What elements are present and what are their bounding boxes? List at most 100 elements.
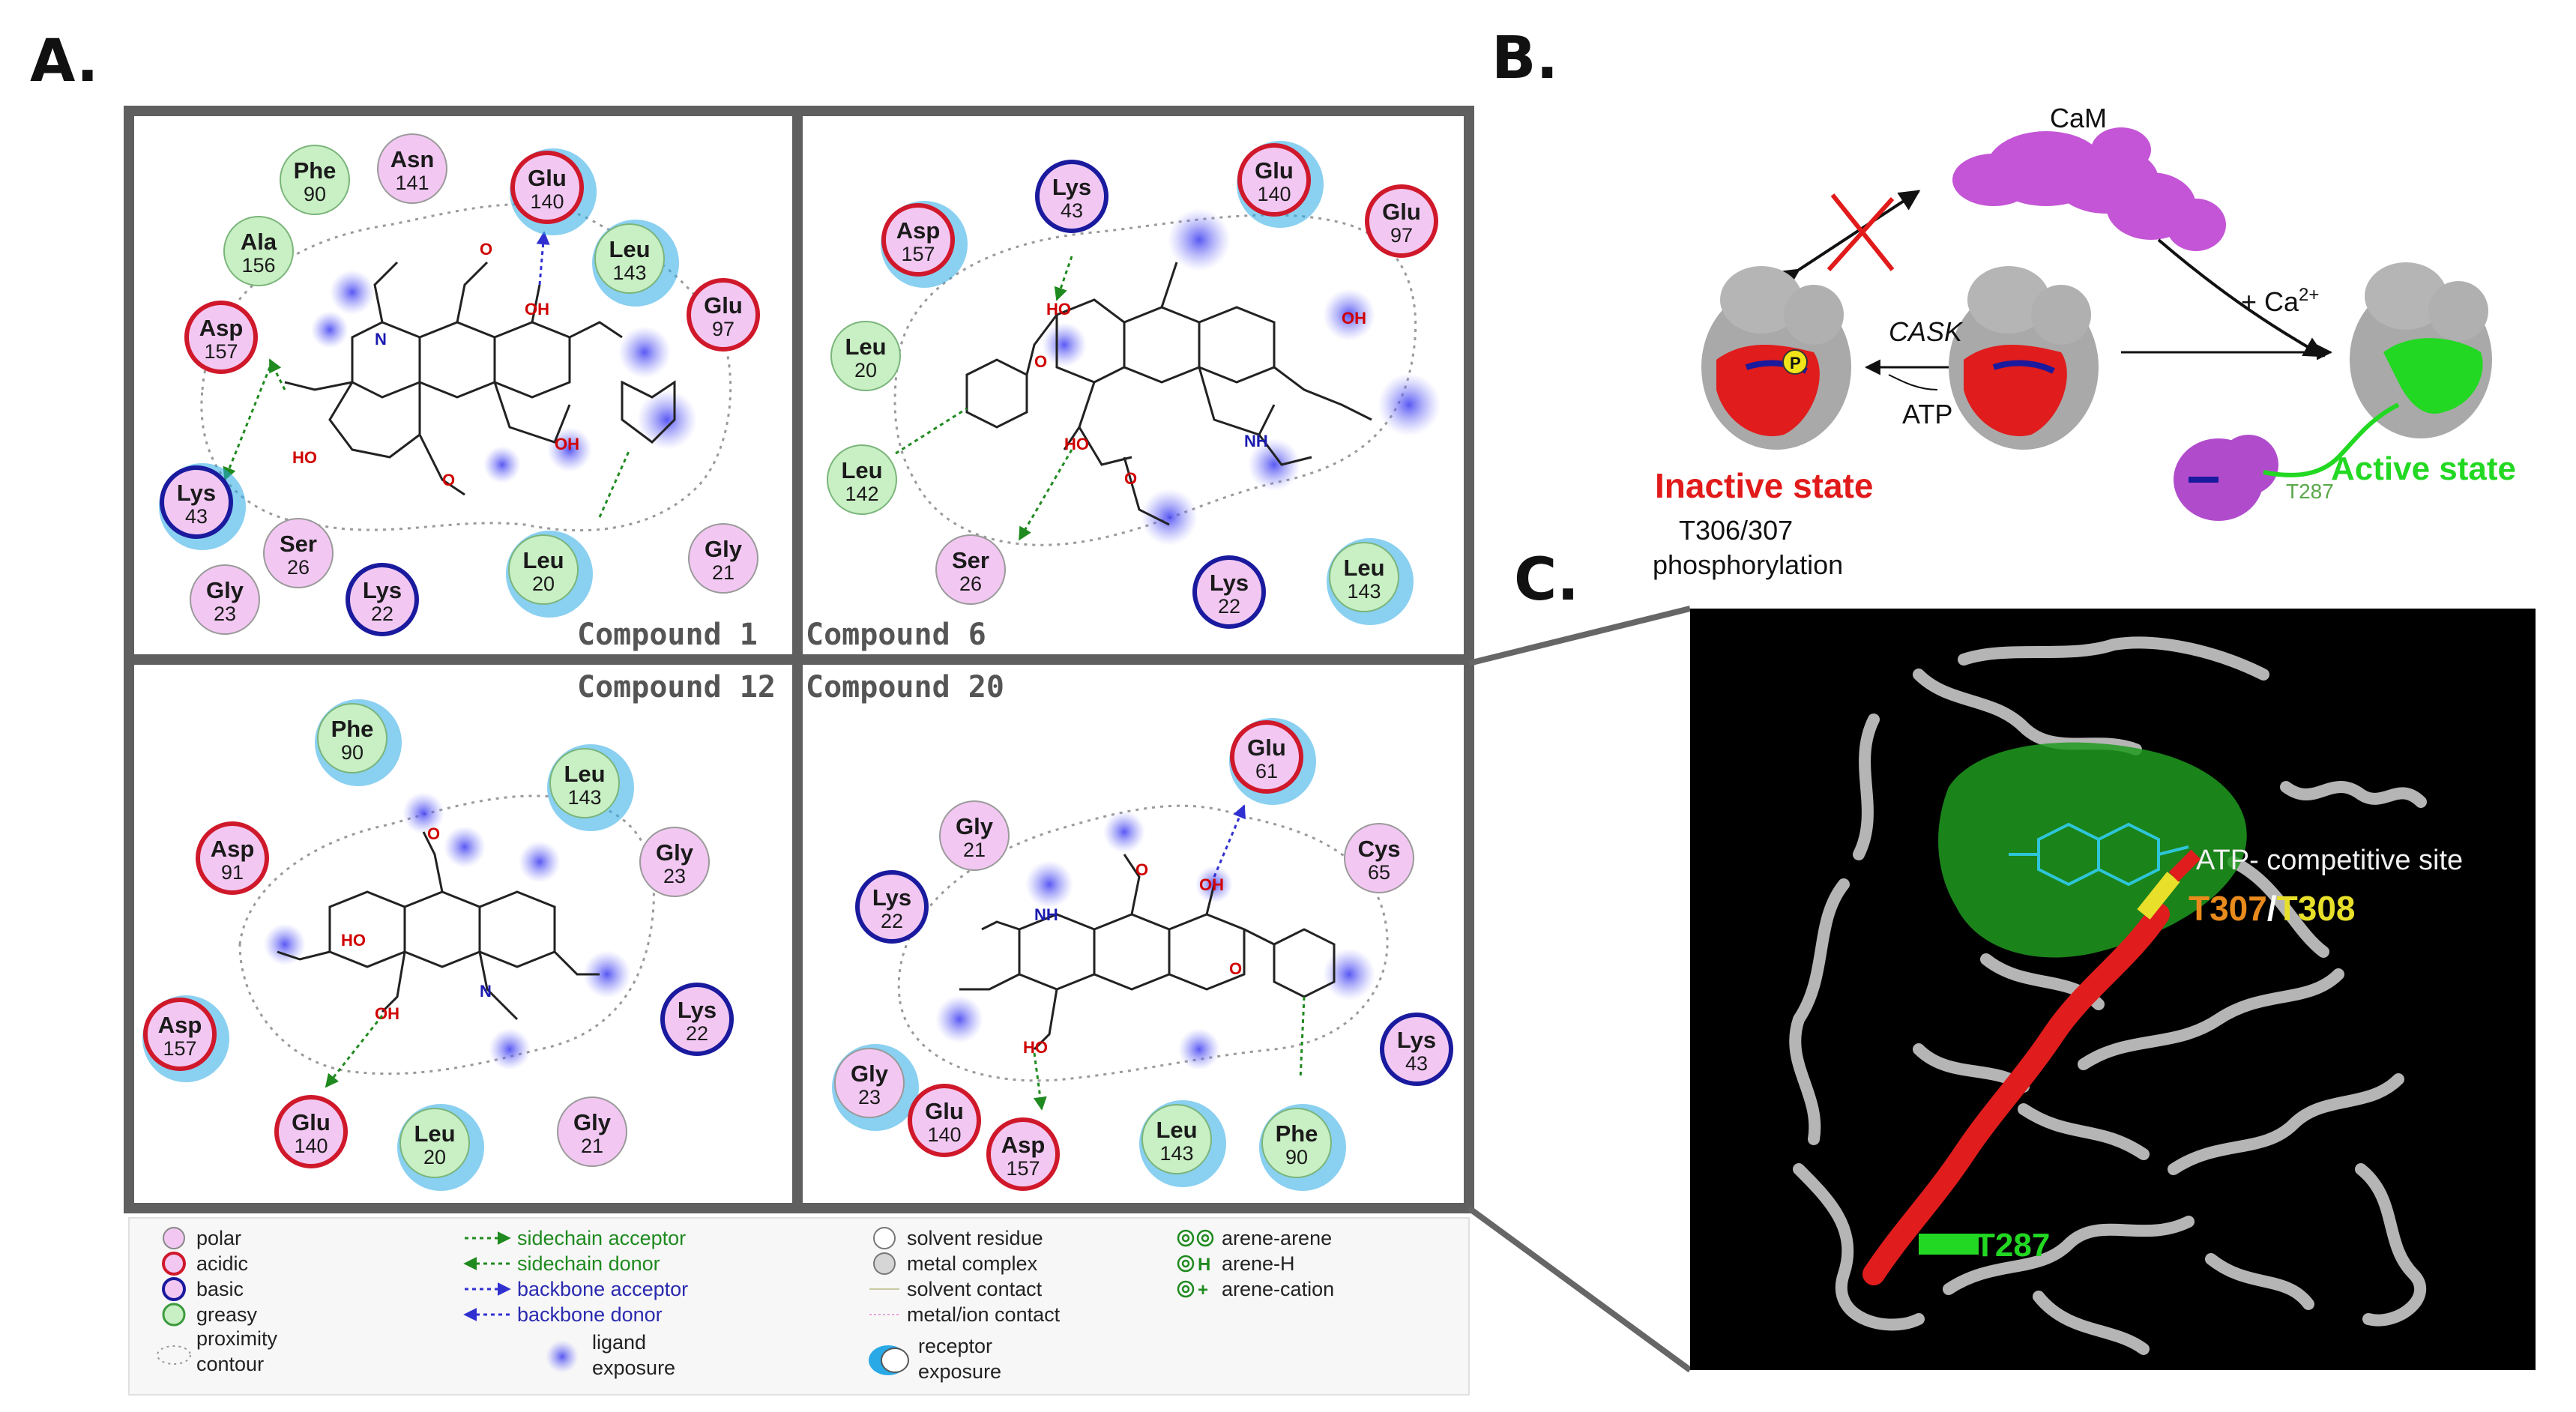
svg-text:O: O <box>1135 860 1148 879</box>
ligand-exposure-blob <box>444 826 486 868</box>
residue-disc <box>935 534 1006 605</box>
arene-h-line <box>598 449 631 518</box>
phosphorylation-label: phosphorylation <box>1653 549 1843 580</box>
oh-label: HO <box>292 448 317 467</box>
residue-disc <box>190 564 260 635</box>
residue-number: 21 <box>712 561 735 584</box>
sidechain-acceptor-line <box>1033 1052 1047 1111</box>
residue-number: 141 <box>395 172 429 194</box>
legend-swatch-greasy <box>162 1303 186 1327</box>
ligand-exposure-blob <box>489 1028 531 1070</box>
active-kinase <box>2350 262 2492 438</box>
ligand-exposure-blob <box>1103 811 1145 853</box>
residue-name: Leu <box>1156 1117 1197 1143</box>
svg-text:N: N <box>375 330 387 349</box>
legend-ligand: ligand <box>592 1331 646 1354</box>
residue-disc <box>1344 823 1414 893</box>
ligand-exposure-blob <box>1178 1028 1220 1070</box>
residue-name: Leu <box>414 1120 455 1147</box>
residue-name: Lys <box>1052 174 1091 200</box>
residue-name: Glu <box>1247 734 1286 761</box>
legend-swatch-solvent-residue <box>873 1227 896 1249</box>
residue-disc <box>317 703 387 773</box>
svg-text:OH: OH <box>525 300 549 319</box>
residue-name: Leu <box>522 547 564 573</box>
residue-name: Glu <box>704 292 743 319</box>
residue-name: Asp <box>211 836 255 862</box>
legend-proximity: proximity <box>196 1327 278 1350</box>
ligand-exposure-blob <box>637 390 697 450</box>
svg-text:O: O <box>427 824 440 843</box>
residue-disc <box>834 1048 905 1118</box>
residue-disc <box>160 465 233 539</box>
residue-disc <box>939 800 1010 871</box>
red-helix <box>1862 903 2170 1285</box>
residue-number: 20 <box>423 1146 446 1168</box>
residue-number: 157 <box>204 340 238 363</box>
ligand-exposure-blob <box>519 841 561 883</box>
residue-disc <box>660 983 734 1056</box>
residue-number: 140 <box>1257 183 1291 205</box>
atp-label: ATP <box>1902 399 1952 429</box>
residue-number: 157 <box>901 243 935 265</box>
residue-number: 22 <box>881 910 903 932</box>
sidechain-acceptor-line <box>268 358 286 390</box>
svg-text:OH: OH <box>1342 309 1366 328</box>
residue-number: 156 <box>241 254 275 277</box>
residue-name: Phe <box>331 716 374 742</box>
ligand-exposure-blob <box>1042 322 1087 367</box>
legend-swatch-polar <box>163 1227 185 1249</box>
residue-number: 90 <box>341 741 364 764</box>
residue-disc <box>687 278 760 352</box>
residue-number: 26 <box>959 573 982 595</box>
panel-a-label: A. <box>30 28 98 95</box>
ligand-exposure-blob <box>547 427 592 472</box>
legend-contour: contour <box>196 1353 264 1375</box>
residue-name: Lys <box>1397 1027 1436 1053</box>
svg-text:O: O <box>1229 959 1242 978</box>
t287-c-label: T287 <box>1975 1227 2050 1264</box>
residue-disc <box>830 321 901 391</box>
residue-name: Asp <box>896 217 941 244</box>
atp-pocket-surface <box>1938 742 2247 958</box>
cam-protein <box>1952 127 2226 251</box>
residue-number: 20 <box>854 359 877 381</box>
residue-number: 97 <box>712 318 735 340</box>
legend-bb-acceptor: backbone acceptor <box>517 1278 688 1300</box>
residue-disc <box>1237 143 1311 217</box>
inactive-state-label: Inactive state <box>1655 466 1873 505</box>
backbone-acceptor-line <box>536 231 550 286</box>
residue-disc <box>688 523 758 594</box>
residue-number: 140 <box>530 190 564 213</box>
residue-name: Asp <box>1001 1132 1046 1158</box>
legend: polar acidic basic greasy proximity cont… <box>128 1217 1470 1396</box>
legend-swatch-arene-cation <box>1177 1280 1195 1298</box>
svg-text:H: H <box>1198 1255 1210 1275</box>
legend-sc-acceptor: sidechain acceptor <box>517 1227 686 1249</box>
residue-number: 143 <box>1159 1142 1193 1165</box>
sidechain-acceptor-line <box>325 1015 384 1088</box>
legend-arene-cation: arene-cation <box>1222 1278 1334 1300</box>
compound-20-diagram: NH OH HO O O <box>897 804 1389 1111</box>
t308-residue <box>2137 872 2180 920</box>
residue-disc <box>855 870 929 944</box>
legend-solvent-contact: solvent contact <box>907 1278 1043 1300</box>
t306-label: T306/307 <box>1679 515 1793 546</box>
sidechain-acceptor-line <box>1018 449 1073 541</box>
residue-number: 143 <box>1347 580 1381 603</box>
residue-number: 23 <box>214 603 236 625</box>
ligand-exposure-blob <box>1323 948 1375 1001</box>
residue-name: Ala <box>241 229 277 255</box>
